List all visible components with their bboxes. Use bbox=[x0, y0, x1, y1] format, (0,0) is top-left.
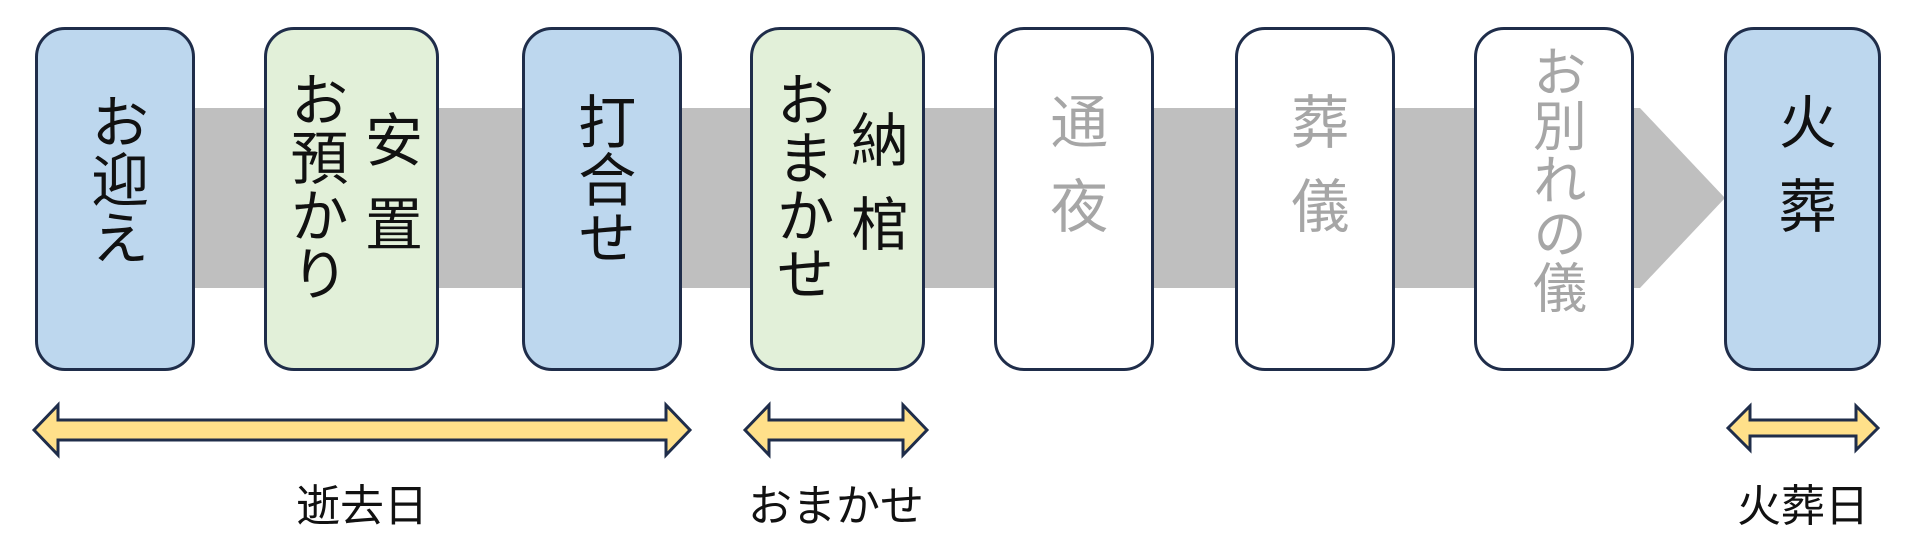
step-label-anchi: 安置 bbox=[355, 110, 423, 279]
bracket-label-cremation-day: 火葬日 bbox=[1737, 481, 1869, 532]
bracket-arrow-passing-day bbox=[31, 401, 693, 459]
step-box-anchi: 安置 お預かり bbox=[264, 27, 439, 371]
step-box-noukan: 納棺 おまかせ bbox=[750, 27, 925, 371]
step-sublabel-noukan: おまかせ bbox=[766, 70, 835, 302]
bracket-arrow-omakase bbox=[742, 401, 930, 459]
step-box-owakare: お別れの儀 bbox=[1474, 27, 1634, 371]
step-label-owakare: お別れの儀 bbox=[1523, 44, 1587, 314]
bracket-arrow-cremation-day bbox=[1725, 402, 1881, 454]
step-box-omukae: お迎え bbox=[35, 27, 195, 371]
step-label-omukae: お迎え bbox=[81, 92, 150, 266]
bracket-label-omakase: おまかせ bbox=[748, 481, 924, 532]
step-label-kasou: 火葬 bbox=[1768, 92, 1837, 261]
step-box-uchiawase: 打合せ bbox=[522, 27, 682, 371]
step-label-uchiawase: 打合せ bbox=[568, 92, 637, 266]
step-box-sougi: 葬儀 bbox=[1235, 27, 1395, 371]
step-box-tsuya: 通夜 bbox=[994, 27, 1154, 371]
step-sublabel-anchi: お預かり bbox=[280, 70, 349, 302]
step-label-sougi: 葬儀 bbox=[1281, 92, 1350, 261]
step-label-tsuya: 通夜 bbox=[1040, 92, 1109, 261]
bracket-label-passing-day: 逝去日 bbox=[296, 481, 428, 532]
step-label-noukan: 納棺 bbox=[841, 110, 909, 279]
step-box-kasou: 火葬 bbox=[1724, 27, 1881, 371]
